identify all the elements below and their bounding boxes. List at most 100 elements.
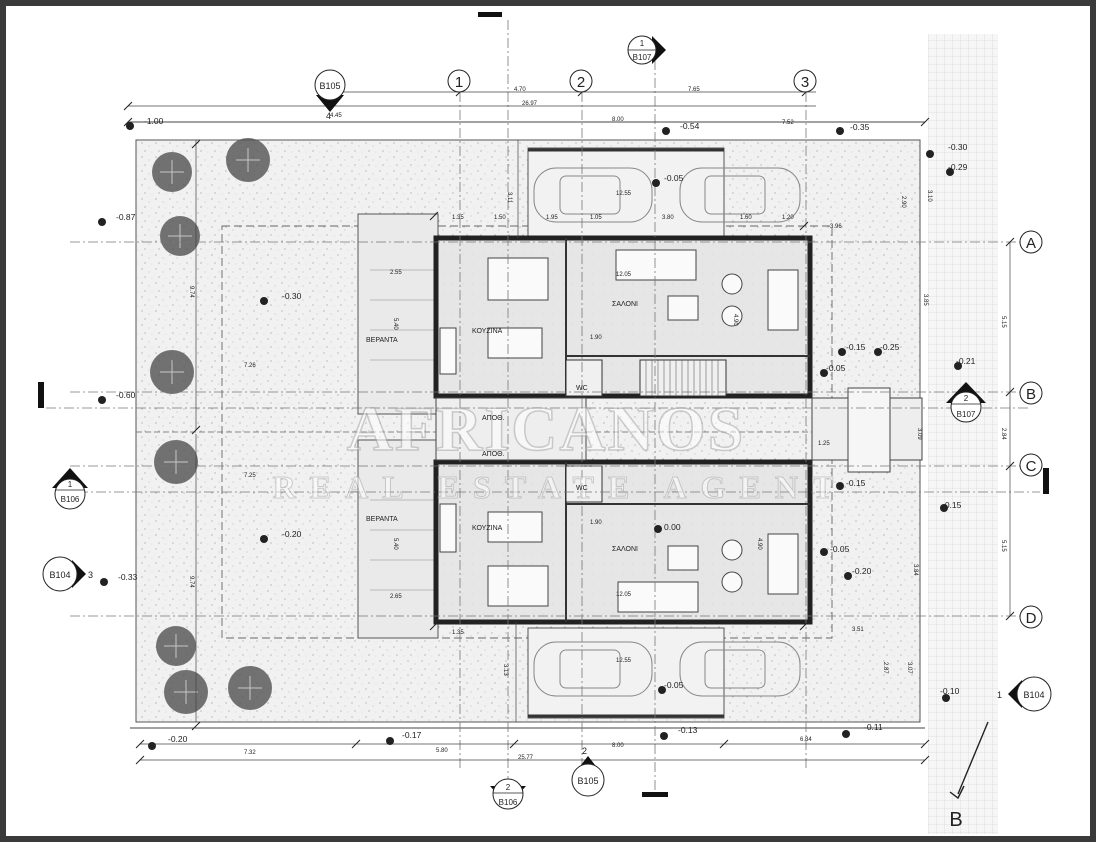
room-label: ΒΕΡΑΝΤΑ bbox=[366, 337, 398, 344]
level-label: -0.05 bbox=[664, 173, 684, 183]
section-marker-b105-bottom: B105 2 bbox=[571, 746, 605, 797]
room-label: ΚΟΥΖΙΝΑ bbox=[472, 328, 503, 335]
grid-bubble-b: B bbox=[1019, 381, 1043, 405]
svg-text:2: 2 bbox=[964, 394, 969, 403]
dimension-label: 7.65 bbox=[688, 87, 700, 93]
level-label: 0.00 bbox=[664, 522, 681, 532]
dimension-label: 12.55 bbox=[616, 191, 632, 197]
dimension-label: 1.90 bbox=[590, 335, 602, 341]
room-label: WC bbox=[576, 385, 588, 392]
level-label: -0.87 bbox=[116, 212, 136, 222]
svg-text:2: 2 bbox=[577, 74, 585, 91]
watermark-logo: AFRICANOS REAL ESTATE AGENT bbox=[272, 392, 848, 505]
dimension-label: 3.11 bbox=[506, 192, 512, 204]
svg-text:B104: B104 bbox=[49, 570, 70, 580]
dimension-label: 1.20 bbox=[782, 215, 794, 221]
dimension-label: 3.80 bbox=[662, 215, 674, 221]
dimension-label: 3.96 bbox=[830, 224, 842, 230]
section-label-b: B bbox=[949, 809, 962, 831]
dimension-label: 2.84 bbox=[1000, 428, 1006, 440]
svg-text:1: 1 bbox=[455, 74, 463, 91]
room-label: ΣΑΛΟΝΙ bbox=[612, 301, 638, 308]
dimension-label: 4.70 bbox=[514, 87, 526, 93]
dimension-label: 1.60 bbox=[740, 215, 752, 221]
level-label: -0.29 bbox=[948, 162, 968, 172]
level-label: -0.30 bbox=[282, 291, 302, 301]
level-label: -0.33 bbox=[118, 572, 138, 582]
level-label: -0.20 bbox=[282, 529, 302, 539]
svg-text:1: 1 bbox=[997, 690, 1002, 700]
level-label: -0.21 bbox=[956, 356, 976, 366]
room-label: ΑΠΟΘ. bbox=[482, 451, 505, 458]
dimension-label: 5.40 bbox=[392, 318, 398, 330]
dimension-label: 3.10 bbox=[926, 190, 932, 202]
room-label: WC bbox=[576, 485, 588, 492]
dimension-label: 12.55 bbox=[616, 658, 632, 664]
dimension-label: 1.50 bbox=[494, 215, 506, 221]
svg-text:3: 3 bbox=[801, 74, 809, 91]
dimension-label: 1.35 bbox=[452, 215, 464, 221]
dimension-label: 7.25 bbox=[244, 473, 256, 479]
svg-text:4: 4 bbox=[326, 111, 331, 121]
dimension-label: 1.95 bbox=[546, 215, 558, 221]
dimension-label: 7.26 bbox=[244, 363, 256, 369]
level-label: -0.15 bbox=[846, 478, 866, 488]
svg-text:B: B bbox=[1026, 386, 1036, 403]
svg-text:D: D bbox=[1026, 610, 1037, 627]
level-label: -0.17 bbox=[402, 730, 422, 740]
level-label: -0.20 bbox=[852, 566, 872, 576]
dimension-label: 2.55 bbox=[390, 270, 402, 276]
svg-text:B107: B107 bbox=[957, 410, 976, 419]
dimension-label: 3.51 bbox=[852, 627, 864, 633]
dimension-label: 3.09 bbox=[916, 428, 922, 440]
dimension-label: 4.90 bbox=[756, 538, 762, 550]
section-marker-b106-bottom: 2 B106 bbox=[490, 778, 526, 810]
dimension-label: 12.05 bbox=[616, 272, 632, 278]
level-label: -0.30 bbox=[948, 142, 968, 152]
dimension-label: 25.77 bbox=[518, 755, 534, 761]
level-label: -0.05 bbox=[826, 363, 846, 373]
dimension-label: 5.15 bbox=[1000, 316, 1006, 328]
room-label: ΚΟΥΖΙΝΑ bbox=[472, 525, 503, 532]
level-label: -0.05 bbox=[830, 544, 850, 554]
level-label: -1.00 bbox=[144, 116, 164, 126]
dimension-label: 7.32 bbox=[244, 750, 256, 756]
dimension-label: 4.90 bbox=[732, 314, 738, 326]
dimension-label: 12.05 bbox=[616, 592, 632, 598]
dimension-label: 3.07 bbox=[906, 662, 912, 674]
dimension-label: 1.25 bbox=[818, 441, 830, 447]
level-label: -0.13 bbox=[678, 725, 698, 735]
level-label: -0.15 bbox=[942, 500, 962, 510]
grid-bubble-a: A bbox=[1019, 230, 1043, 254]
dimension-label: 26.97 bbox=[522, 101, 538, 107]
svg-text:B106: B106 bbox=[499, 798, 518, 807]
dimension-label: 5.80 bbox=[436, 748, 448, 754]
svg-text:B105: B105 bbox=[577, 776, 598, 786]
room-label: ΒΕΡΑΝΤΑ bbox=[366, 516, 398, 523]
section-marker-b105-top: B105 4 bbox=[314, 69, 346, 121]
room-label: ΣΑΛΟΝΙ bbox=[612, 546, 638, 553]
level-label: -0.20 bbox=[168, 734, 188, 744]
svg-text:A: A bbox=[1026, 235, 1036, 252]
dimension-label: 5.15 bbox=[1000, 540, 1006, 552]
svg-text:B105: B105 bbox=[319, 81, 340, 91]
dimension-label: 8.00 bbox=[612, 743, 624, 749]
level-label: -0.25 bbox=[880, 342, 900, 352]
svg-text:1: 1 bbox=[640, 39, 645, 48]
dimension-label: 2.90 bbox=[900, 196, 906, 208]
dimension-label: 3.84 bbox=[912, 564, 918, 576]
level-label: -0.35 bbox=[850, 122, 870, 132]
dimension-label: 3.85 bbox=[922, 294, 928, 306]
house-bottom bbox=[433, 459, 813, 625]
dimension-label: 3.13 bbox=[502, 664, 508, 676]
dimension-label: 8.00 bbox=[612, 117, 624, 123]
grid-bubble-1: 1 bbox=[447, 69, 471, 93]
watermark-line2: REAL ESTATE AGENT bbox=[273, 469, 848, 505]
dimension-label: 7.52 bbox=[782, 120, 794, 126]
section-marker-b104-left: B104 3 bbox=[42, 556, 93, 592]
svg-text:1: 1 bbox=[68, 480, 73, 489]
level-label: -0.15 bbox=[846, 342, 866, 352]
grid-bubble-2: 2 bbox=[569, 69, 593, 93]
level-label: -0.05 bbox=[664, 680, 684, 690]
